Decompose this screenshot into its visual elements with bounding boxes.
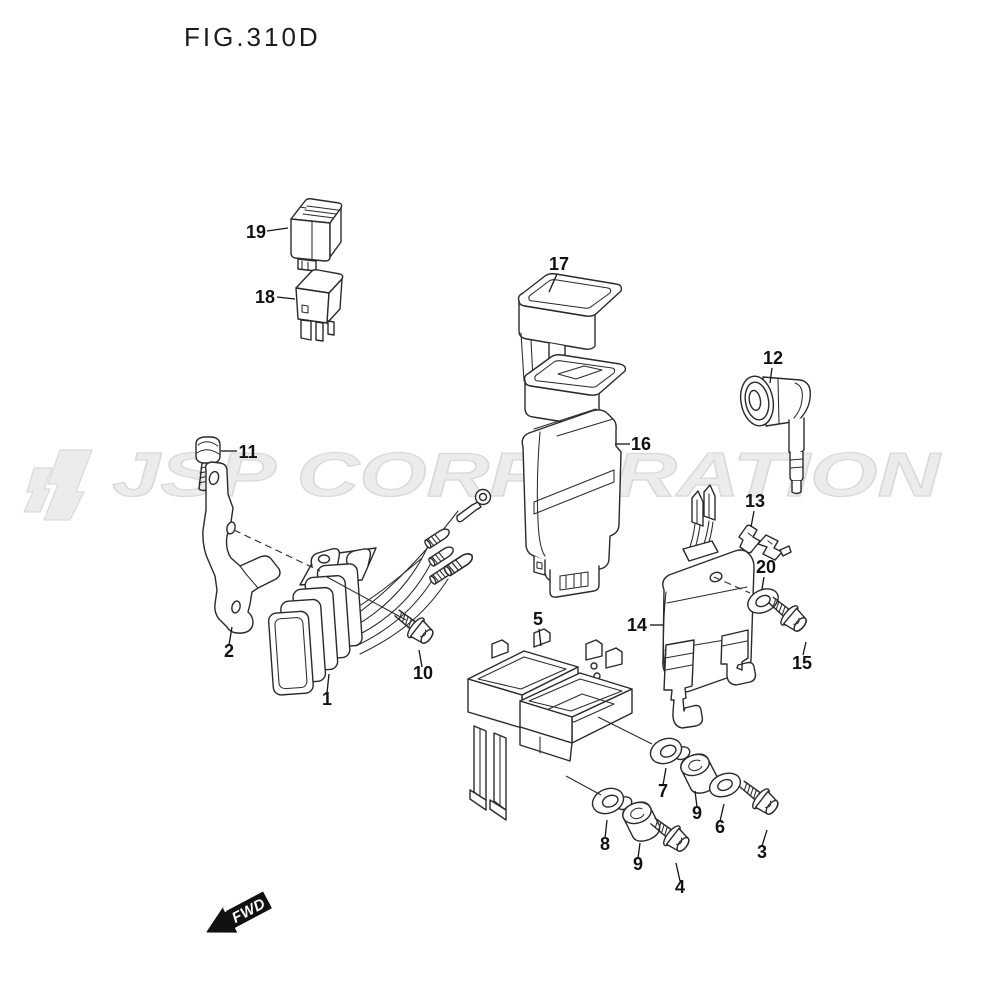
callout-leader-9 bbox=[694, 790, 698, 808]
part-callout-9: 9 bbox=[633, 854, 643, 874]
callout-leader-20 bbox=[761, 576, 765, 590]
callout-leader-8 bbox=[604, 819, 608, 839]
part-callout-13: 13 bbox=[745, 491, 765, 511]
part-callout-6: 6 bbox=[715, 817, 725, 837]
callout-leader-12 bbox=[769, 367, 773, 384]
cushion-part-17 bbox=[517, 273, 627, 427]
part-callout-3: 3 bbox=[757, 842, 767, 862]
part-callout-19: 19 bbox=[246, 222, 266, 242]
clamp-part-13 bbox=[738, 524, 792, 561]
holder-part-5 bbox=[467, 628, 633, 821]
part-callout-18: 18 bbox=[255, 287, 275, 307]
part-callout-15: 15 bbox=[792, 653, 812, 673]
callout-leader-5 bbox=[538, 628, 542, 647]
part-callout-9: 9 bbox=[692, 803, 702, 823]
callout-leader-13 bbox=[750, 510, 755, 528]
bracket-part-2 bbox=[202, 461, 281, 634]
rectifier-part-1 bbox=[267, 547, 377, 696]
ignition-coil-part-14 bbox=[662, 484, 757, 729]
fwd-arrow: FWD bbox=[206, 891, 272, 933]
part-callout-2: 2 bbox=[224, 641, 234, 661]
callout-leader-4 bbox=[675, 862, 681, 882]
part-callout-8: 8 bbox=[600, 834, 610, 854]
callout-leader-6 bbox=[719, 803, 725, 822]
part-callout-1: 1 bbox=[322, 689, 332, 709]
callout-leader-15 bbox=[802, 641, 807, 656]
ring-terminal bbox=[456, 488, 492, 523]
bolt-part-3 bbox=[733, 773, 784, 821]
callout-leader-3 bbox=[761, 829, 768, 847]
part-callout-10: 10 bbox=[413, 663, 433, 683]
bolt-part-10 bbox=[388, 602, 439, 650]
figure-title: FIG.310D bbox=[184, 22, 321, 52]
part-callout-12: 12 bbox=[763, 348, 783, 368]
part-callout-11: 11 bbox=[238, 442, 257, 462]
relay-part-18 bbox=[295, 269, 344, 342]
part-callout-17: 17 bbox=[549, 254, 569, 274]
alignment-lines bbox=[233, 529, 751, 796]
callout-leader-2 bbox=[228, 626, 233, 646]
relay-part-19 bbox=[290, 198, 343, 272]
cdi-unit-part-16 bbox=[521, 408, 622, 598]
watermark: JSP CORPORATION bbox=[23, 440, 942, 521]
part-callout-16: 16 bbox=[631, 434, 651, 454]
callout-leader-7 bbox=[662, 767, 667, 786]
callout-leader-19 bbox=[266, 227, 289, 232]
watermark-logo-icon bbox=[43, 449, 93, 521]
part-callout-14: 14 bbox=[627, 615, 647, 635]
part-callout-5: 5 bbox=[533, 609, 543, 629]
watermark-logo-icon bbox=[23, 467, 53, 513]
callout-leader-9 bbox=[637, 842, 641, 859]
callout-leader-1 bbox=[326, 673, 330, 694]
part-callout-7: 7 bbox=[658, 781, 668, 801]
callout-leader-10 bbox=[418, 649, 423, 668]
callout-leader-17 bbox=[548, 273, 558, 293]
callout-leader-18 bbox=[276, 296, 296, 300]
part-callout-20: 20 bbox=[756, 557, 776, 577]
spark-plug-cap-part-12 bbox=[739, 375, 811, 495]
part-callout-4: 4 bbox=[675, 877, 685, 897]
